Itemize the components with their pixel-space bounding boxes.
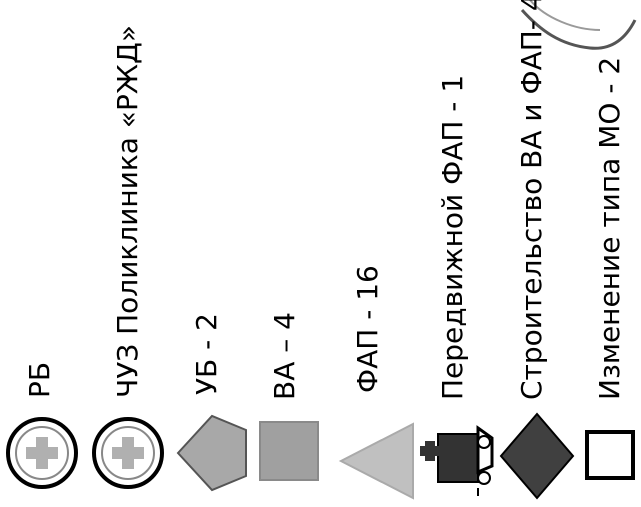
circle-plus-icon [2, 413, 82, 493]
legend-label: ВА – 4 [268, 312, 301, 400]
pentagon-icon [172, 410, 252, 496]
legend-item-rb: РБ [0, 0, 90, 507]
legend-item-change-type: Изменение типа МО - 2 [579, 0, 641, 507]
scribble-decoration [520, 0, 637, 50]
legend-item-fap: ФАП - 16 [335, 0, 417, 507]
legend-item-mobile-fap: Передвижной ФАП - 1 [416, 0, 498, 507]
legend-item-construction: Строительство ВА и ФАП- 4 [497, 0, 579, 507]
legend-label: Изменение типа МО - 2 [593, 56, 626, 400]
diamond-icon [497, 410, 577, 502]
legend-label: УБ - 2 [190, 313, 223, 395]
legend-label: Строительство ВА и ФАП- 4 [515, 0, 548, 400]
square-icon [256, 418, 322, 484]
legend-item-ub: УБ - 2 [170, 0, 252, 507]
mobile-clinic-icon [420, 416, 498, 498]
triangle-icon [335, 420, 415, 502]
legend-label: ЧУЗ Поликлиника «РЖД» [111, 24, 144, 398]
outline-square-icon [579, 424, 639, 486]
circle-plus-icon [88, 413, 168, 493]
legend-label: ФАП - 16 [351, 265, 384, 393]
legend-item-chuz: ЧУЗ Поликлиника «РЖД» [88, 0, 176, 507]
legend-label: РБ [23, 361, 56, 398]
legend-label: Передвижной ФАП - 1 [436, 74, 469, 400]
legend-item-va: ВА – 4 [252, 0, 332, 507]
